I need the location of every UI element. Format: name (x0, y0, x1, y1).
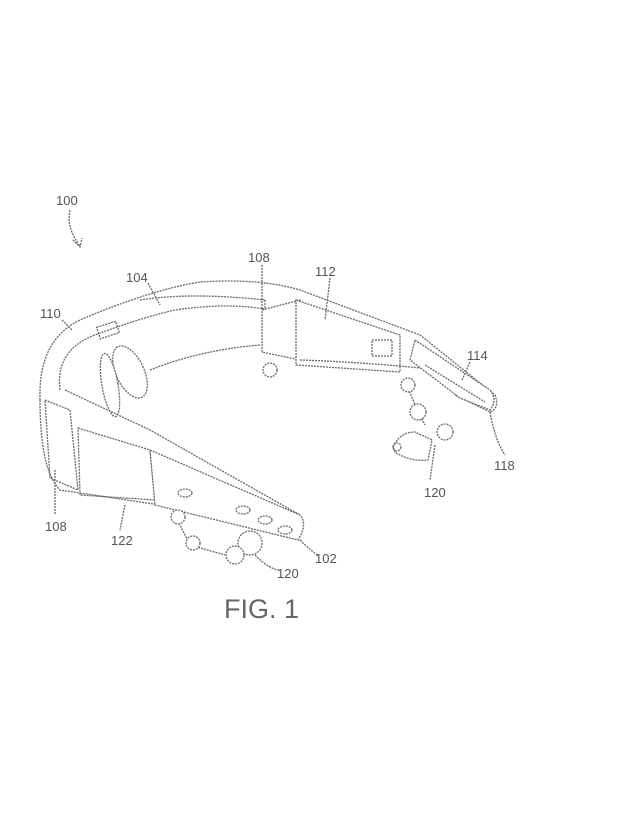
nose-pad (112, 345, 148, 399)
electronics-112 (295, 299, 401, 373)
label-112: 112 (315, 264, 336, 279)
label-120-right: 120 (424, 485, 446, 500)
label-108-right: 108 (248, 250, 270, 265)
arrowhead (72, 237, 83, 249)
label-104: 104 (126, 270, 148, 285)
display-left-108 (44, 399, 79, 492)
temple-right-114 (409, 338, 495, 411)
housing-122 (77, 427, 156, 501)
reference-arrow-100 (68, 209, 81, 247)
temple-left-102 (149, 448, 305, 541)
connector (262, 362, 278, 378)
label-118: 118 (494, 458, 515, 473)
label-108-left: 108 (45, 519, 67, 534)
label-110: 110 (40, 306, 61, 321)
label-120-left: 120 (277, 566, 299, 581)
head-mounted-display-drawing (39, 280, 498, 565)
nose-pad (99, 352, 121, 418)
label-102: 102 (315, 551, 337, 566)
label-114: 114 (467, 348, 488, 363)
front-frame-outline (39, 280, 498, 413)
earpiece-right-120 (392, 431, 433, 461)
frame-band-104 (139, 295, 266, 371)
figure-caption: FIG. 1 (224, 594, 299, 624)
earpiece-left-120 (237, 530, 263, 556)
label-122: 122 (111, 533, 133, 548)
leader-lines (54, 265, 506, 571)
display-right-108 (261, 299, 301, 361)
label-100: 100 (56, 193, 78, 208)
